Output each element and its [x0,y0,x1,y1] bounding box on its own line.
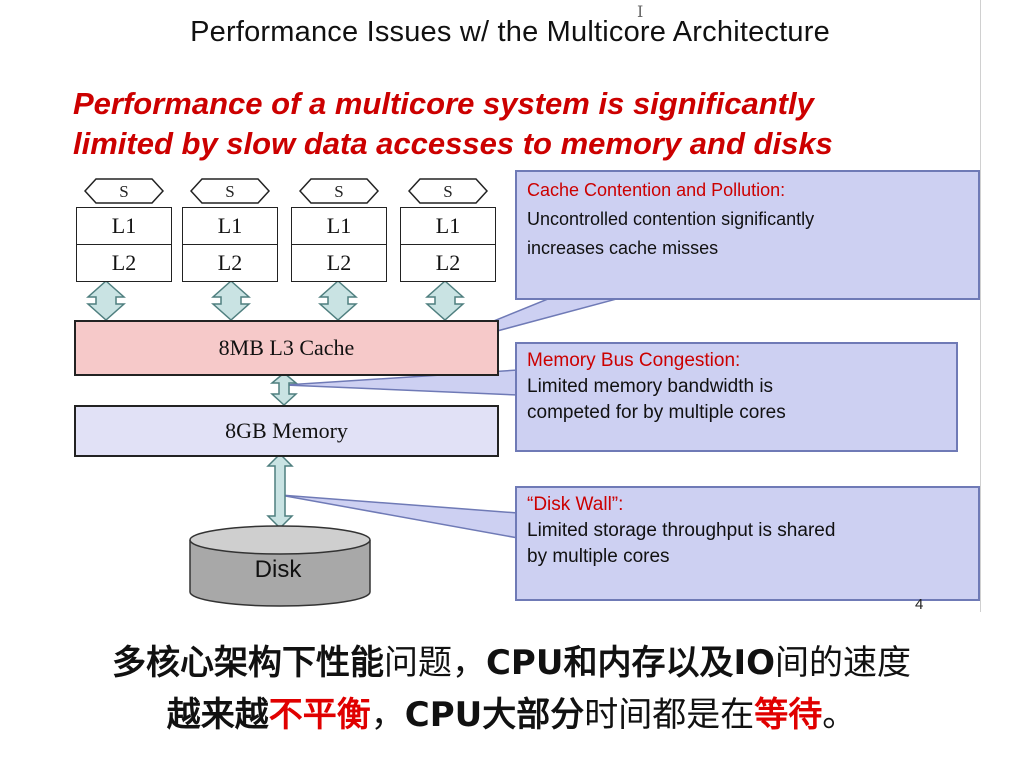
caption-text: 多核心架构下性能 [111,643,384,683]
svg-text:S: S [334,182,343,201]
cache-contention-callout: Cache Contention and Pollution: Uncontro… [515,170,980,300]
disk-wall-callout: “Disk Wall”: Limited storage throughput … [515,486,980,601]
core4-l3-arrow [425,279,465,322]
callout-heading: Cache Contention and Pollution: [527,180,786,200]
core2-l3-arrow [211,279,251,322]
cpu-core-icon: S [84,178,164,204]
memory-box: 8GB Memory [74,405,499,457]
headline: Performance of a multicore system is sig… [73,84,953,164]
l3-memory-arrow [269,372,299,407]
caption-highlight: 不平衡 [268,695,371,735]
cpu-core-icon: S [408,178,488,204]
callout-body-line: Uncontrolled contention significantly [527,209,815,229]
caption-text: 时间都是在 [584,695,755,735]
slide-title: Performance Issues w/ the Multicore Arch… [190,16,830,48]
caption-text: 。 [822,695,857,735]
callout-body-line: by multiple cores [527,546,670,567]
l1-cache: L1 [291,207,387,245]
memory-disk-arrow [266,452,294,530]
l2-cache: L2 [76,244,172,282]
l3-cache-box: 8MB L3 Cache [74,320,499,376]
disk-cylinder [189,525,371,607]
caption-text: ， [370,695,405,735]
core1-l3-arrow [86,279,126,322]
disk-label: Disk [254,556,302,583]
callout-body-line: Limited memory bandwidth is [527,376,774,397]
callout-body-line: Limited storage throughput is shared [527,520,836,541]
headline-line-1: Performance of a multicore system is sig… [73,86,814,121]
svg-text:S: S [119,182,128,201]
l1-cache: L1 [400,207,496,245]
caption-highlight: 等待 [754,695,823,735]
l2-cache: L2 [291,244,387,282]
caption-text: CPU和内存以及IO [485,643,776,683]
caption-line-1: 多核心架构下性能问题，CPU和内存以及IO间的速度 [0,637,1023,689]
l1-cache: L1 [182,207,278,245]
core3-l3-arrow [318,279,358,322]
callout-body-line: increases cache misses [527,238,719,258]
l2-cache: L2 [400,244,496,282]
l1-cache: L1 [76,207,172,245]
cpu-core-icon: S [190,178,270,204]
callout-heading: “Disk Wall”: [527,494,624,515]
caption-text: 越来越 [166,695,269,735]
callout-heading: Memory Bus Congestion: [527,350,741,371]
caption-text: CPU大部分 [404,695,585,735]
caption-text: 问题， [383,643,486,683]
headline-line-2: limited by slow data accesses to memory … [73,126,833,161]
page-number: 4 [915,596,924,613]
svg-text:S: S [225,182,234,201]
text-cursor-icon: I [637,2,644,21]
memory-bus-callout: Memory Bus Congestion: Limited memory ba… [515,342,958,452]
caption-text: 间的速度 [775,643,912,683]
caption-line-2: 越来越不平衡，CPU大部分时间都是在等待。 [0,689,1023,741]
slide: Performance Issues w/ the Multicore Arch… [40,0,981,613]
svg-text:S: S [443,182,452,201]
callout-body-line: competed for by multiple cores [527,402,786,423]
l2-cache: L2 [182,244,278,282]
cpu-core-icon: S [299,178,379,204]
